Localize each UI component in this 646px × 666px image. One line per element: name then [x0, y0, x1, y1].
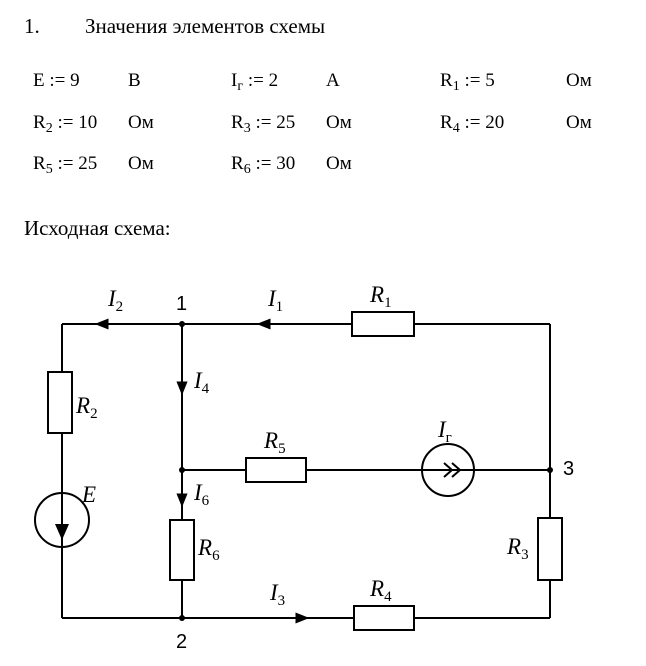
param-value: 25 [276, 112, 296, 133]
param-r5: R5 := 25 Ом [33, 153, 154, 178]
label-r5: R5 [263, 428, 286, 457]
circuit-subtitle: Исходная схема: [24, 216, 171, 240]
label-i4: I4 [193, 368, 210, 397]
param-assign: := [57, 153, 74, 174]
param-value: 30 [276, 153, 296, 174]
param-unit: А [326, 70, 340, 91]
node-label-3: 3 [563, 458, 574, 480]
param-value: 25 [78, 153, 98, 174]
resistor-r3 [537, 517, 563, 581]
param-e: E := 9 В [33, 70, 141, 95]
label-r2: R2 [75, 393, 98, 422]
param-assign: := [57, 112, 74, 133]
current-source-icon [421, 443, 475, 497]
param-unit: Ом [566, 112, 592, 133]
param-ig: Iг := 2 А [231, 70, 340, 95]
param-symbol: R4 [440, 112, 460, 136]
node-dot-2 [179, 615, 185, 621]
param-value: 5 [485, 70, 495, 91]
param-unit: Ом [566, 70, 592, 91]
label-i1: I1 [267, 286, 283, 315]
node-label-1: 1 [176, 293, 187, 315]
param-unit: Ом [128, 153, 154, 174]
label-i6: I6 [193, 480, 210, 509]
label-i2: I2 [107, 286, 123, 315]
param-assign: := [49, 70, 66, 91]
param-r3: R3 := 25 Ом [231, 112, 352, 137]
param-value: 20 [485, 112, 505, 133]
param-unit: Ом [326, 153, 352, 174]
resistor-r5 [245, 457, 307, 483]
resistor-r4 [353, 605, 415, 631]
param-unit: Ом [128, 112, 154, 133]
param-r4: R4 := 20 Ом [440, 112, 592, 137]
section-title: Значения элементов схемы [85, 14, 326, 38]
node-dot-3 [547, 467, 553, 473]
label-r4: R4 [369, 576, 392, 605]
label-current-source: Iг [437, 417, 452, 446]
param-symbol: Iг [231, 70, 244, 94]
param-symbol: R5 [33, 153, 53, 177]
resistor-r1 [351, 311, 415, 337]
label-r3: R3 [506, 534, 529, 563]
param-symbol: E [33, 70, 45, 91]
label-r1: R1 [369, 282, 392, 311]
param-assign: := [247, 70, 264, 91]
param-assign: := [464, 70, 481, 91]
resistor-r6 [169, 519, 195, 581]
param-symbol: R6 [231, 153, 251, 177]
label-emf: E [81, 482, 96, 507]
param-unit: В [128, 70, 141, 91]
param-symbol: R2 [33, 112, 53, 136]
param-r2: R2 := 10 Ом [33, 112, 154, 137]
param-r6: R6 := 30 Ом [231, 153, 352, 178]
resistor-r2 [47, 371, 73, 434]
section-number: 1. [24, 14, 40, 38]
param-r1: R1 := 5 Ом [440, 70, 592, 95]
emf-source-icon [34, 492, 90, 548]
node-label-2: 2 [176, 631, 187, 653]
node-dot-1 [179, 321, 185, 327]
param-unit: Ом [326, 112, 352, 133]
param-assign: := [255, 112, 272, 133]
param-value: 9 [70, 70, 80, 91]
param-assign: := [255, 153, 272, 174]
label-i3: I3 [269, 580, 285, 609]
param-value: 10 [78, 112, 98, 133]
node-dot-junction [179, 467, 185, 473]
param-assign: := [464, 112, 481, 133]
param-symbol: R3 [231, 112, 251, 136]
param-symbol: R1 [440, 70, 460, 94]
param-value: 2 [268, 70, 279, 91]
label-r6: R6 [197, 535, 220, 564]
